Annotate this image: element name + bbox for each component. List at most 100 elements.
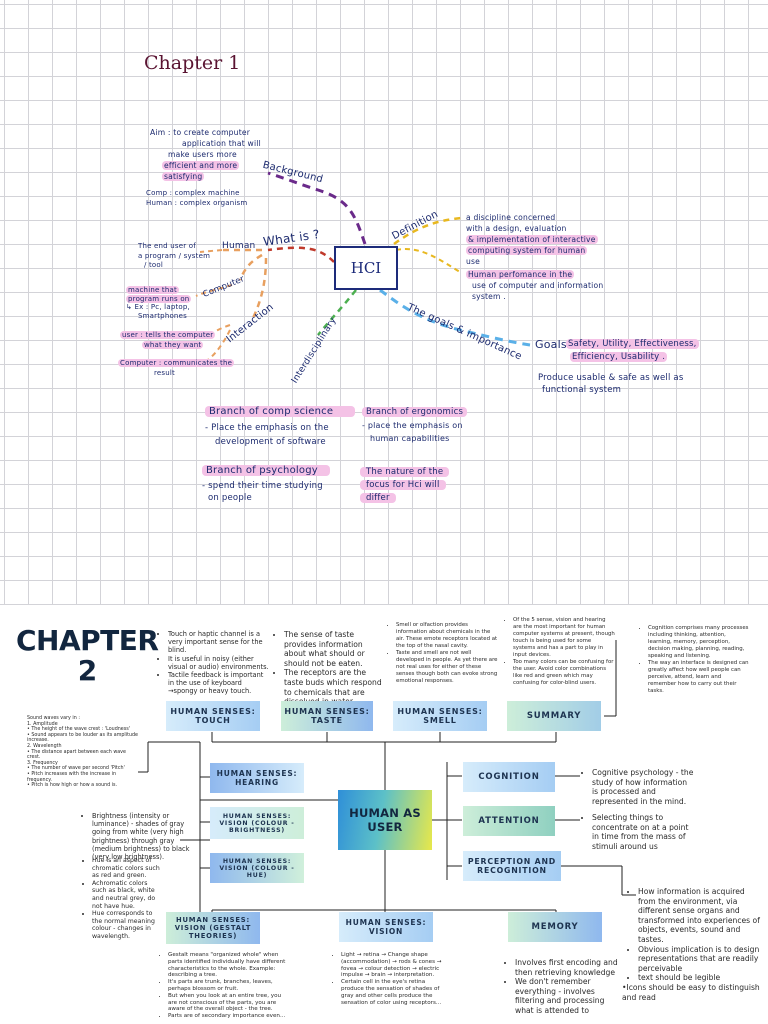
box-taste-label: HUMAN SENSES: TASTE <box>284 707 370 725</box>
box-vision-hue-label: HUMAN SENSES: VISION (COLOUR - HUE) <box>219 857 295 879</box>
definition-line: use <box>466 257 481 266</box>
computer-comm-text: Computer : communicates the result <box>118 358 235 378</box>
psychology-label: Branch of psychology <box>202 465 330 476</box>
human-perf-text: Human perfomance in the use of computer … <box>466 269 603 302</box>
hearing-notes: Sound waves vary in : 1. Amplitude • The… <box>27 716 139 789</box>
smell-notes: Smell or olfaction provides information … <box>388 622 500 685</box>
connector-def-humanperf <box>395 248 461 273</box>
hearing-note: • Pitch is how high or how a sound is. <box>27 783 118 789</box>
perception-note: How information is acquired from the env… <box>638 887 760 945</box>
memory-note: Involves first encoding and then retriev… <box>515 958 619 977</box>
chapter1-connectors <box>195 171 531 366</box>
hearing-note: Sound waves vary in : <box>27 716 80 721</box>
hearing-note: 2. Wavelength <box>27 743 62 749</box>
nature-line: focus for Hci will <box>360 480 446 490</box>
aim-line: make users more <box>168 150 237 159</box>
comp-science-label: Branch of comp science <box>205 406 356 417</box>
hearing-note: • Sound appears to be louder as its ampl… <box>27 732 139 744</box>
goals-text: Safety, Utility, Effectiveness, Efficien… <box>566 338 699 364</box>
cognition-top-note: Cognition comprises many processes inclu… <box>648 625 750 660</box>
box-smell-label: HUMAN SENSES: SMELL <box>397 707 483 725</box>
aim-line: efficient and more <box>162 161 240 170</box>
chapter1-notes-page: Chapter 1 HCI Background Aim : to create… <box>0 0 768 605</box>
cognition-note: Cognitive psychology - the study of how … <box>592 768 694 806</box>
end-user-text: The end user of a program / system / too… <box>138 242 210 271</box>
hearing-note: • The distance apart between each wave c… <box>27 749 126 761</box>
center-label: HUMAN AS USER <box>349 806 421 834</box>
vision-notes: Light → retina → Change shape (accommoda… <box>333 952 445 1006</box>
chapter2-title: CHAPTER 2 <box>16 626 159 686</box>
cognition-notes: Cognitive psychology - the study of how … <box>584 768 694 806</box>
connector-goals <box>379 288 531 347</box>
box-touch-label: HUMAN SENSES: TOUCH <box>170 707 256 725</box>
cognition-top-notes: Cognition comprises many processes inclu… <box>640 625 750 695</box>
hci-center-node: HCI <box>334 246 398 290</box>
gestalt-note: But when you look at an entire tree, you… <box>168 993 290 1013</box>
definition-line: a discipline concerned <box>466 213 556 222</box>
attention-note: Selecting things to concentrate on at a … <box>592 813 690 851</box>
brightness-note: Brightness (intensity or luminance) - sh… <box>92 812 196 861</box>
memory-note: We don't remember everything - involves … <box>515 977 619 1015</box>
summary-note: Too many colors can be confusing for the… <box>513 659 615 687</box>
box-summary-label: SUMMARY <box>526 711 582 721</box>
definition-line: & implementation of interactive <box>466 235 598 244</box>
box-gestalt-label: HUMAN SENSES: VISION (GESTALT THEORIES) <box>174 916 252 940</box>
end-user-line: / tool <box>144 261 164 269</box>
hue-note: Achromatic colors such as black, white a… <box>92 880 162 910</box>
gestalt-note: It's parts are trunk, branches, leaves, … <box>168 979 290 993</box>
hue-note: Hue is an aspect of chromatic colors suc… <box>92 857 162 880</box>
end-user-line: The end user of <box>138 242 196 250</box>
machine-text: machine that program runs on ↳ Ex : Pc, … <box>126 286 192 320</box>
psychology-block: Branch of psychology - spend their time … <box>202 464 330 504</box>
box-summary: SUMMARY <box>507 701 601 731</box>
aim-line: Aim : to create computer <box>150 128 251 137</box>
comp-human-text: Comp : complex machine Human : complex o… <box>146 188 247 208</box>
connector-what-is <box>267 246 335 263</box>
box-vision-hue: HUMAN SENSES: VISION (COLOUR - HUE) <box>210 853 304 883</box>
nature-line: The nature of the <box>360 467 450 477</box>
ergonomics-block: Branch of ergonomics - place the emphasi… <box>362 406 468 445</box>
cognition-top-note: The way an interface is designed can gre… <box>648 660 750 695</box>
human-line: Human : complex organism <box>146 199 248 207</box>
box-vision-brightness-label: HUMAN SENSES: VISION (COLOUR - BRIGHTNES… <box>219 812 295 834</box>
ergonomics-sub-line: - place the emphasis on <box>362 421 463 430</box>
definition-line: computing system for human <box>466 246 588 255</box>
hearing-note: 3. Frequency <box>27 760 58 766</box>
hearing-note: • Pitch increases with the increase in f… <box>27 771 117 783</box>
human-label: Human <box>222 241 256 251</box>
summary-note: Of the 5 sense, vision and hearing are t… <box>513 617 615 659</box>
center-human-as-user: HUMAN AS USER <box>338 790 432 850</box>
connector-computer-comm <box>199 329 231 366</box>
gestalt-note: Gestalt means "organized whole" when par… <box>168 952 290 979</box>
definition-text: a discipline concerned with a design, ev… <box>466 212 598 267</box>
produce-text: Produce usable & safe as well as functio… <box>538 372 683 396</box>
human-perf-line: use of computer and information <box>472 281 604 290</box>
computer-comm-line: result <box>154 369 176 377</box>
taste-note: The sense of taste provides information … <box>284 630 386 668</box>
perception-note: Obvious implication is to design represe… <box>638 945 760 974</box>
chapter1-title: Chapter 1 <box>144 52 241 74</box>
connector-computer <box>238 253 263 281</box>
aim-line: application that will <box>182 139 261 148</box>
connector-machine <box>195 284 233 297</box>
user-tells-line: what they want <box>142 341 204 349</box>
attention-notes: Selecting things to concentrate on at a … <box>584 813 690 851</box>
summary-notes: Of the 5 sense, vision and hearing are t… <box>505 617 615 687</box>
box-touch: HUMAN SENSES: TOUCH <box>166 701 260 731</box>
comp-science-sub-line: - Place the emphasis on the <box>205 423 329 433</box>
box-cognition: COGNITION <box>463 762 555 792</box>
produce-line: Produce usable & safe as well as <box>538 373 684 383</box>
box-perception: PERCEPTION AND RECOGNITION <box>463 851 561 881</box>
box-vision: HUMAN SENSES: VISION <box>339 912 433 942</box>
gestalt-note: Parts are of secondary importance even..… <box>168 1013 290 1020</box>
ergonomics-label: Branch of ergonomics <box>362 407 468 417</box>
hearing-note: • The height of the wave crest : 'Loudne… <box>27 727 131 733</box>
touch-note: Touch or haptic channel is a very import… <box>168 630 270 655</box>
brightness-notes: Brightness (intensity or luminance) - sh… <box>84 812 196 861</box>
nature-block: The nature of the focus for Hci will dif… <box>360 466 450 505</box>
hue-note: Hue corresponds to the normal meaning co… <box>92 910 162 940</box>
human-perf-line: Human perfomance in the <box>466 270 575 279</box>
machine-line: ↳ Ex : Pc, laptop, <box>126 303 190 311</box>
goals-line: Efficiency, Usability . <box>570 352 668 362</box>
vision-note: Certain cell in the eye's retina produce… <box>341 979 445 1006</box>
